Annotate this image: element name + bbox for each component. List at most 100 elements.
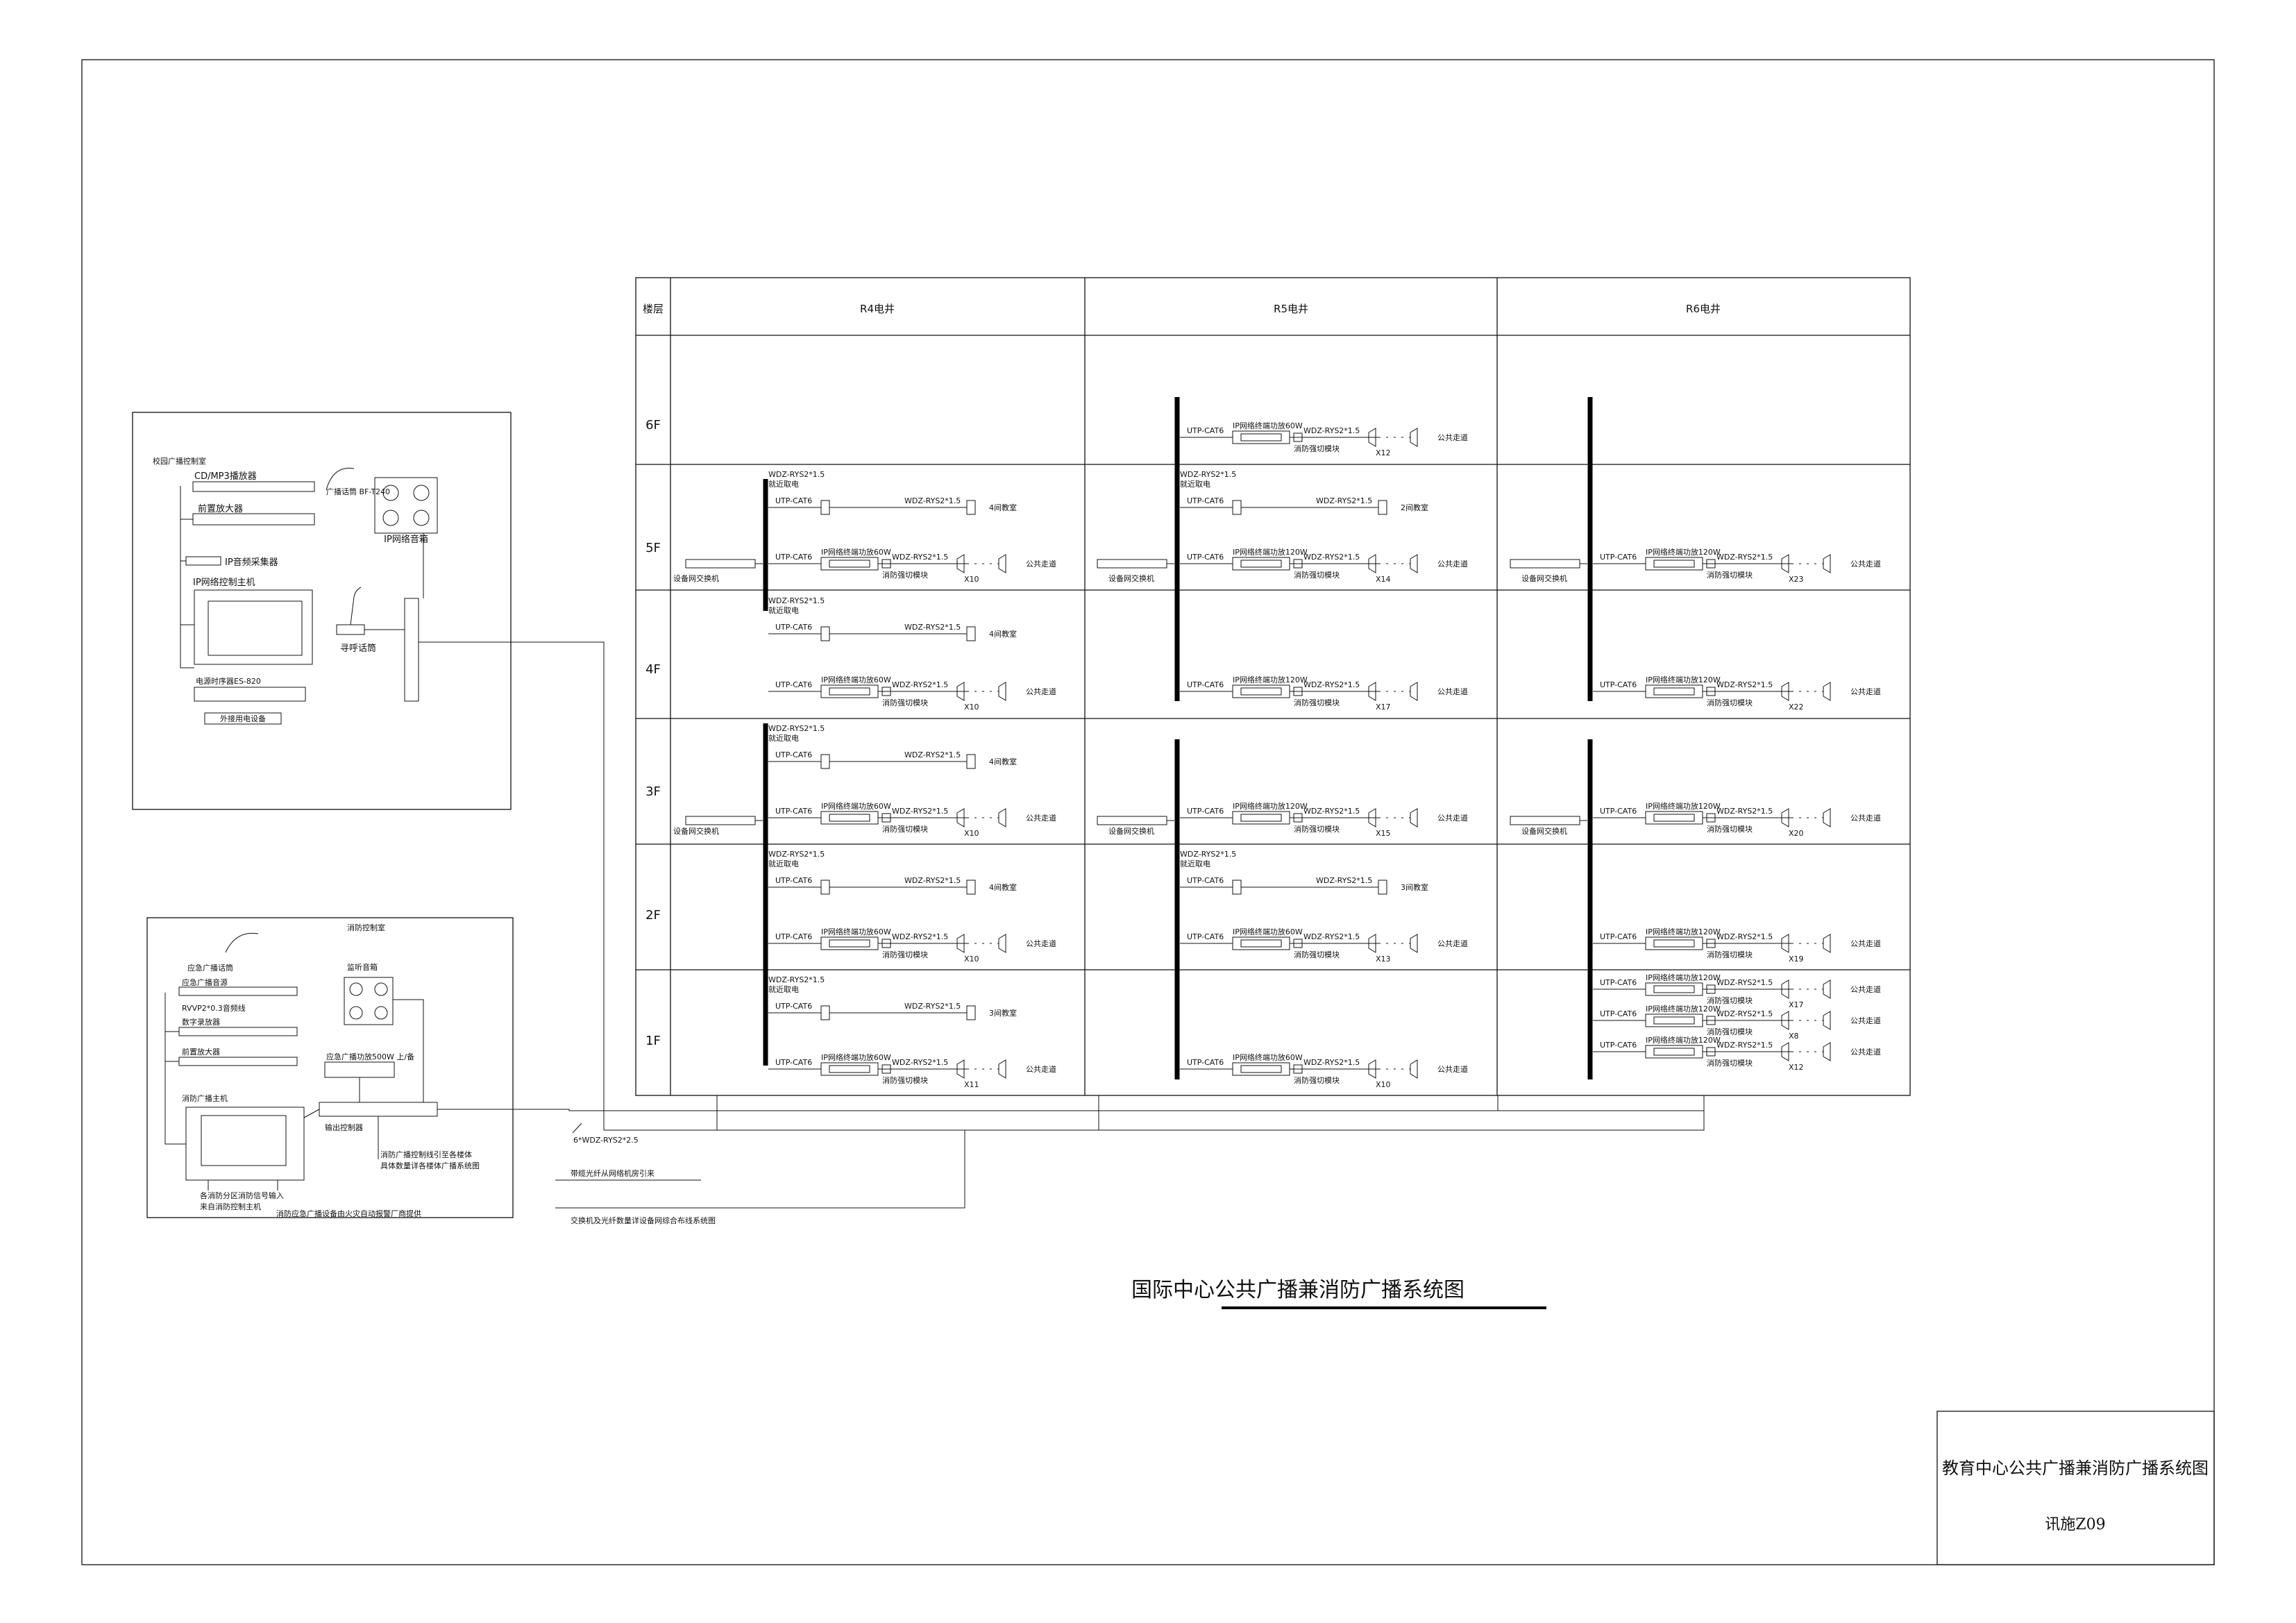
r4_1f-room-power: 就近取电	[768, 984, 799, 994]
r4_3f-room-utp-label: UTP-CAT6	[775, 750, 812, 759]
switch-device-r5-3	[1097, 816, 1167, 825]
fire-preamp-label: 前置放大器	[182, 1047, 220, 1057]
r6_1f_1-speaker-icon	[1781, 1011, 1789, 1030]
r4_2f-room-wdz: WDZ-RYS2*1.5	[768, 850, 825, 859]
r5_3f-speaker-count: X15	[1376, 829, 1391, 838]
r6_1f_1-wdz-label: WDZ-RYS2*1.5	[1716, 1009, 1773, 1018]
zone-r6-3f: UTP-CAT6IP网络终端功放120W消防强切模块WDZ-RYS2*1.5公共…	[1593, 801, 1881, 838]
fire-preamp-device	[178, 1057, 298, 1066]
ip-speaker-device	[374, 477, 438, 534]
switch-device-r5-2	[1097, 559, 1167, 569]
r5_5f-room-power: 就近取电	[1180, 479, 1210, 489]
r5_5f-corridor-label: 公共走道	[1437, 559, 1468, 569]
r4_3f-room-wdz-label: WDZ-RYS2*1.5	[904, 750, 961, 759]
r6_1f_1-utp-label: UTP-CAT6	[1600, 1009, 1637, 1018]
r5_1f-speaker-end-icon	[1410, 1059, 1418, 1079]
r6_1f_0-amp-label: IP网络终端功放120W	[1646, 973, 1721, 982]
r6_1f_1-speaker-end-icon	[1823, 1011, 1831, 1030]
ext-power-box	[204, 712, 282, 725]
r4_2f-room-label: 4间教室	[989, 882, 1017, 892]
r5_5f-room-label: 2间教室	[1401, 503, 1428, 512]
r4_4f-room-speaker-box	[966, 626, 976, 641]
r4_4f-room-module	[820, 626, 830, 641]
r4_5f-speaker-icon	[956, 554, 965, 573]
monitor-speaker-device	[344, 977, 394, 1025]
r6_1f_1-speaker-count: X8	[1789, 1032, 1799, 1041]
r5_2f-room-label: 3间教室	[1401, 882, 1428, 892]
r5_4f-speaker-end-icon	[1410, 682, 1418, 701]
r5_4f-speaker-count: X17	[1376, 703, 1391, 712]
power-amp-label: 应急广播功放500W 上/备	[326, 1052, 414, 1061]
r4_1f-room-wdz-label: WDZ-RYS2*1.5	[904, 1002, 961, 1011]
r4_4f-speaker-icon	[956, 682, 965, 701]
zone-r6-2f: UTP-CAT6IP网络终端功放120W消防强切模块WDZ-RYS2*1.5公共…	[1593, 927, 1881, 964]
r4_2f-utp-label: UTP-CAT6	[775, 932, 812, 941]
r5_5f-speaker-icon	[1368, 554, 1376, 573]
r6_1f_0-utp-label: UTP-CAT6	[1600, 978, 1637, 987]
riser-table: 楼层 R4电井 R5电井 R6电井 6F 5F 4F 3F 2F 1F	[635, 277, 1911, 1096]
r5_5f-room-utp-label: UTP-CAT6	[1187, 496, 1224, 505]
r4_5f-speaker-end-icon	[998, 554, 1006, 573]
campus-switch-device	[404, 598, 419, 702]
zone-r6-5f: UTP-CAT6IP网络终端功放120W消防强切模块WDZ-RYS2*1.5公共…	[1593, 547, 1881, 584]
fire-main-screen	[201, 1115, 287, 1166]
r4_3f-amp-label: IP网络终端功放60W	[821, 801, 891, 811]
r6_2f-speaker-end-icon	[1823, 934, 1831, 953]
ip-audio-label: IP音频采集器	[225, 557, 278, 568]
r6_3f-module-label: 消防强切模块	[1707, 824, 1753, 834]
switch-fiber-note: 交换机及光纤数量详设备网综合布线系统图	[571, 1216, 716, 1225]
r4_3f-room-power: 就近取电	[768, 733, 799, 743]
r4_4f-room-wdz: WDZ-RYS2*1.5	[768, 596, 825, 605]
from-host-label: 来自消防控制主机	[200, 1202, 261, 1211]
r5_2f-corridor-label: 公共走道	[1437, 939, 1468, 948]
r5_2f-speaker-end-icon	[1410, 934, 1418, 953]
r4_5f-utp-label: UTP-CAT6	[775, 553, 812, 562]
ip-speaker-label: IP网络音箱	[384, 534, 428, 545]
r4_2f-amp-label: IP网络终端功放60W	[821, 927, 891, 936]
r4_3f-utp-label: UTP-CAT6	[775, 807, 812, 816]
floor-label-5f: 5F	[645, 541, 661, 555]
r4_3f-room-label: 4间教室	[989, 757, 1017, 766]
r6_1f_2-wdz-label: WDZ-RYS2*1.5	[1716, 1041, 1773, 1050]
control-host-label: IP网络控制主机	[193, 577, 255, 588]
r6_1f_1-amp-label: IP网络终端功放120W	[1646, 1004, 1721, 1014]
r5_2f-amp-label: IP网络终端功放60W	[1233, 927, 1303, 936]
r5_5f-room-wdz-label: WDZ-RYS2*1.5	[1316, 496, 1372, 505]
ip-audio-device	[185, 556, 221, 566]
r5_5f-room-wdz: WDZ-RYS2*1.5	[1180, 470, 1236, 479]
r6_2f-corridor-label: 公共走道	[1850, 939, 1881, 948]
r5_2f-room-utp-label: UTP-CAT6	[1187, 876, 1224, 885]
r4_3f-wdz-label: WDZ-RYS2*1.5	[892, 807, 948, 816]
r5_1f-utp-label: UTP-CAT6	[1187, 1058, 1224, 1067]
r5_6f-utp-label: UTP-CAT6	[1187, 426, 1224, 435]
control-host-device	[194, 589, 313, 665]
r4_2f-speaker-count: X10	[964, 955, 979, 964]
fire-room-title: 消防控制室	[347, 923, 385, 932]
r6_2f-module-label: 消防强切模块	[1707, 950, 1753, 959]
r4_4f-room-label: 4间教室	[989, 629, 1017, 639]
r5_2f-room-speaker-box	[1378, 880, 1387, 895]
r6_5f-speaker-count: X23	[1789, 575, 1804, 584]
r5_5f-utp-label: UTP-CAT6	[1187, 553, 1224, 562]
r4_3f-room-wdz: WDZ-RYS2*1.5	[768, 724, 825, 733]
zone-r5-4f: UTP-CAT6IP网络终端功放120W消防强切模块WDZ-RYS2*1.5公共…	[1180, 675, 1468, 712]
r6_3f-speaker-icon	[1781, 808, 1789, 827]
r4_1f-amp-label: IP网络终端功放60W	[821, 1052, 891, 1062]
r6_1f_0-speaker-icon	[1781, 979, 1789, 999]
audio-cable-label: RVVP2*0.3音频线	[182, 1003, 246, 1013]
r6_1f_0-wdz-label: WDZ-RYS2*1.5	[1716, 978, 1773, 987]
r5_2f-room-wdz: WDZ-RYS2*1.5	[1180, 850, 1236, 859]
r4_5f-module-label: 消防强切模块	[882, 570, 928, 580]
r4_2f-room-module	[820, 880, 830, 895]
r4_5f-room-speaker-box	[966, 500, 976, 515]
r5_2f-module-label: 消防强切模块	[1294, 950, 1340, 959]
switch-label-r4-3f: 设备网交换机	[673, 826, 719, 836]
r6_2f-speaker-count: X19	[1789, 955, 1804, 964]
r6_5f-wdz-label: WDZ-RYS2*1.5	[1716, 553, 1773, 562]
r6_4f-speaker-count: X22	[1789, 703, 1804, 712]
switch-label-r6-3f: 设备网交换机	[1521, 826, 1567, 836]
r4_5f-room-power: 就近取电	[768, 479, 799, 489]
call-station-label: 寻呼话筒	[340, 643, 376, 654]
